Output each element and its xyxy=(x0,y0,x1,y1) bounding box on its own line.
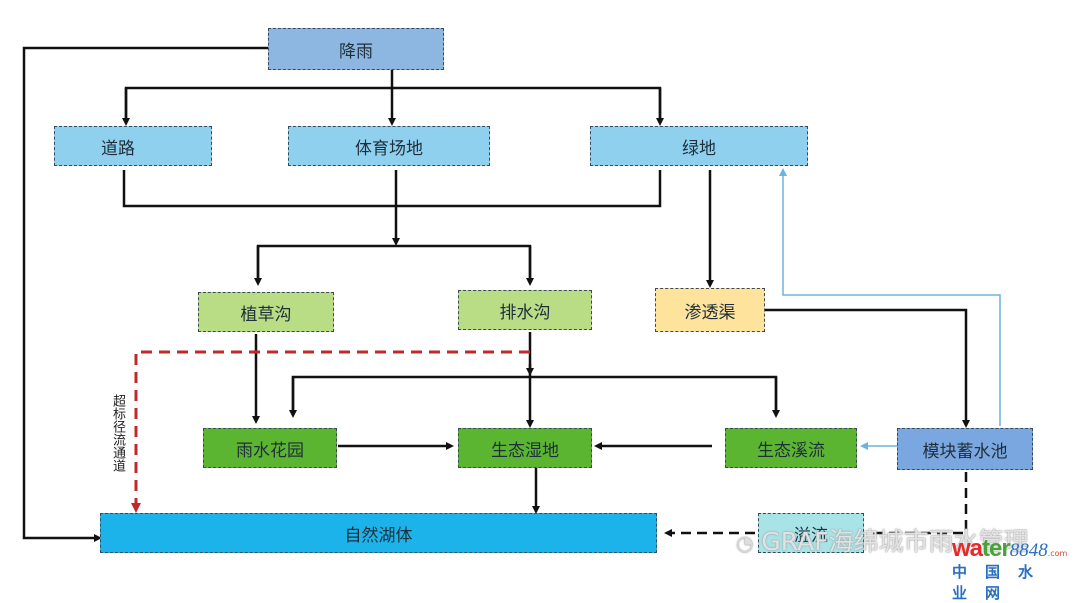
tank-to-green-reuse-connector xyxy=(779,168,1001,426)
node-drainage-ditch: 排水沟 xyxy=(458,290,592,330)
tank-overflow-connector xyxy=(870,472,968,535)
watermark-text: GRAF海绵城市雨水管理 xyxy=(761,527,1029,556)
excess-runoff-connector xyxy=(131,350,530,513)
node-grass-swale: 植草沟 xyxy=(198,292,334,332)
node-drainage-ditch-label: 排水沟 xyxy=(499,302,551,323)
flow-connectors xyxy=(22,46,1001,542)
logo-number: 8848 xyxy=(1009,540,1048,561)
node-natural-lake: 自然湖体 xyxy=(100,513,657,553)
wechat-icon: ◔ xyxy=(736,531,754,555)
node-ecological-wetland: 生态湿地 xyxy=(458,428,592,468)
logo-domain: .com xyxy=(1047,549,1068,558)
node-road-label: 道路 xyxy=(101,138,135,159)
node-infiltration-trench: 渗透渠 xyxy=(655,288,765,332)
node-modular-storage-tank: 模块蓄水池 xyxy=(897,428,1033,470)
excess-runoff-channel-label: 超标径流通道 xyxy=(110,394,125,472)
node-sports-field-label: 体育场地 xyxy=(355,138,423,159)
rainfall-to-lake-connector xyxy=(22,46,268,542)
water8848-logo: watewaterr8848.com 中国水业网 xyxy=(952,535,1080,603)
node-ecological-stream: 生态溪流 xyxy=(725,428,857,468)
node-rainfall-label: 降雨 xyxy=(339,41,373,62)
surfaces-collect-connector xyxy=(122,170,662,208)
logo-chinese: 中国水业网 xyxy=(952,563,1052,602)
node-overflow-label: 溢流 xyxy=(794,525,828,546)
trench-to-tank-connector xyxy=(765,308,970,428)
node-overflow: 溢流 xyxy=(758,513,864,553)
logo-brand: watewaterr xyxy=(952,535,1011,562)
node-rainfall: 降雨 xyxy=(268,28,444,70)
watermark: ◔ GRAF海绵城市雨水管理 xyxy=(736,522,1029,558)
node-green-space-label: 绿地 xyxy=(682,138,716,159)
node-sports-field: 体育场地 xyxy=(288,126,490,166)
node-natural-lake-label: 自然湖体 xyxy=(344,525,413,546)
node-infiltration-trench-label: 渗透渠 xyxy=(684,302,736,323)
node-grass-swale-label: 植草沟 xyxy=(240,304,292,325)
node-rain-garden: 雨水花园 xyxy=(203,428,337,468)
node-ecological-stream-label: 生态溪流 xyxy=(757,440,825,461)
node-green-space: 绿地 xyxy=(590,126,808,166)
node-ecological-wetland-label: 生态湿地 xyxy=(491,440,559,461)
node-road: 道路 xyxy=(54,126,212,166)
node-modular-storage-tank-label: 模块蓄水池 xyxy=(922,441,1008,462)
node-rain-garden-label: 雨水花园 xyxy=(236,440,304,461)
